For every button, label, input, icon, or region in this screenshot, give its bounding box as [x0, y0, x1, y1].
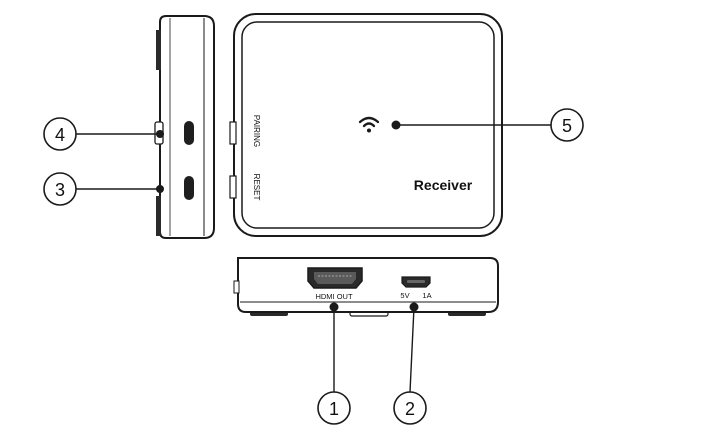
side-view-foot-top: [156, 30, 161, 70]
callout-2: 2: [393, 302, 427, 425]
top-view-pairing-tab: [229, 121, 237, 145]
callout-5: 5: [391, 108, 584, 142]
callout-3-number: 3: [55, 180, 65, 200]
callout-4: 4: [43, 117, 164, 151]
callout-5-number: 5: [562, 116, 572, 136]
top-view-reset-tab: [229, 175, 237, 199]
callout-4-circle: [43, 117, 77, 151]
side-view-foot-bottom: [156, 196, 161, 236]
callout-4-number: 4: [55, 125, 65, 145]
wifi-icon: [358, 116, 380, 133]
receiver-label: Receiver: [414, 177, 473, 193]
reset-button[interactable]: [184, 176, 194, 200]
callout-1-circle: [317, 391, 351, 425]
usb-power-port[interactable]: [401, 276, 431, 288]
hdmi-port[interactable]: [307, 267, 363, 289]
callout-5-circle: [550, 108, 584, 142]
pairing-label: PAIRING: [252, 115, 261, 147]
front-view-side-tab: [233, 280, 240, 294]
power-1a-label: 1A: [422, 291, 431, 300]
callout-3-circle: [43, 172, 77, 206]
callout-2-number: 2: [405, 399, 415, 419]
hdmi-out-label: HDMI OUT: [315, 292, 352, 301]
callout-2-circle: [393, 391, 427, 425]
callout-1-number: 1: [329, 399, 339, 419]
power-5v-label: 5V: [400, 291, 409, 300]
side-view: [154, 15, 215, 239]
front-view: HDMI OUT 5V 1A: [233, 257, 499, 317]
reset-label: RESET: [252, 174, 261, 201]
callout-1: 1: [317, 302, 351, 425]
callout-3: 3: [43, 172, 164, 206]
pairing-button[interactable]: [184, 121, 194, 145]
front-view-body: [237, 257, 499, 313]
